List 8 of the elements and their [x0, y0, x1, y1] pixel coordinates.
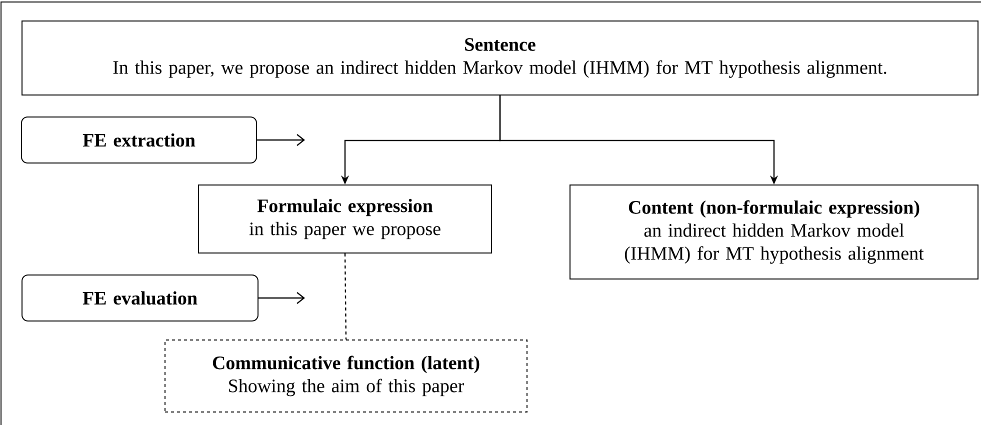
- text-box: Formulaic expression in this paper we propose: [198, 184, 492, 254]
- text-box: Content (non-formulaic expression) an indirect hidden Markov model (IHMM) for MT hypothesis alignment: [570, 184, 978, 280]
- text-box: Sentence In this paper, we propose an indirect hidden Markov model (IHMM) for MT hypothesis alignment.: [22, 20, 978, 96]
- dashed-box: Communicative function (latent) Showing the aim of this paper: [164, 340, 528, 412]
- rounded-box: FE extraction: [21, 116, 258, 164]
- rounded-box: FE evaluation: [22, 274, 259, 322]
- arrow: [257, 134, 306, 146]
- arrow: [258, 292, 306, 304]
